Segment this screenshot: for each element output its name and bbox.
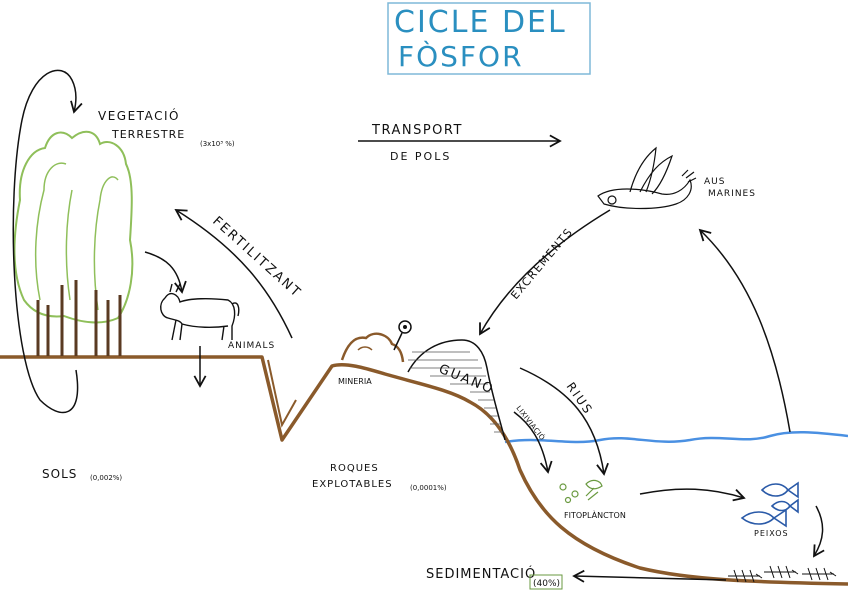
label-terrestre: TERRESTRE — [111, 128, 185, 141]
arrow-excrements — [479, 209, 611, 336]
seabird-icon — [597, 146, 697, 210]
label-fertilitzant: FERTILITZANT — [209, 214, 304, 301]
label-vegetacio-percent: (3x10³ %) — [200, 140, 235, 148]
label-vegetacio: VEGETACIÓ — [98, 108, 180, 123]
arrow-lixiviation — [513, 411, 553, 474]
label-sols-percent: (0,002%) — [90, 474, 122, 482]
label-transport: TRANSPORT — [371, 123, 463, 138]
title-box: CICLE DEL FÒSFOR — [387, 2, 591, 75]
label-roques-percent: (0,0001%) — [410, 484, 447, 492]
sedimentacio-percent-box — [529, 574, 563, 590]
label-sols: SOLS — [42, 467, 77, 481]
arrow-rivers — [519, 367, 609, 476]
guano-mound — [407, 339, 506, 441]
sediment-skeletons — [728, 565, 837, 583]
label-de-pols: DE POLS — [390, 150, 451, 163]
label-sedimentacio: SEDIMENTACIÓ — [426, 566, 536, 582]
fish-icon — [740, 481, 799, 528]
arrow-tree-to-animal — [144, 251, 187, 294]
ground-profile — [0, 355, 848, 586]
label-excrements: EXCREMENTS — [508, 225, 575, 302]
arrow-fish-to-birds — [698, 228, 791, 433]
label-fitoplancton: FITOPLÀNCTON — [564, 509, 626, 520]
animal-icon — [160, 283, 240, 341]
label-roques: ROQUES — [330, 463, 379, 474]
title-line-2: FÒSFOR — [398, 39, 524, 73]
arrow-fish-to-sediment — [813, 505, 825, 558]
shovel-icon — [393, 320, 412, 351]
label-aus: AUS — [704, 177, 725, 187]
label-lixiviacio: LIXIVIACIÓ — [514, 404, 547, 442]
arrow-vegetation-cycle — [12, 69, 83, 414]
mining-pile — [340, 332, 405, 363]
tree-trunks — [36, 280, 122, 356]
label-peixos: PEIXOS — [754, 529, 789, 538]
arrow-fertilizer — [174, 209, 293, 339]
sea-surface-line — [504, 430, 848, 444]
tree-foliage — [13, 130, 134, 324]
label-mineria: MINERIA — [338, 377, 372, 386]
trench-inner-line — [267, 359, 297, 428]
label-explotables: EXPLOTABLES — [312, 479, 393, 490]
arrow-plankton-to-fish — [639, 488, 746, 502]
phytoplankton-icon — [559, 479, 603, 504]
arrow-sedimentation — [572, 569, 727, 583]
label-animals: ANIMALS — [228, 341, 275, 351]
label-marines: MARINES — [708, 189, 756, 199]
title-line-1: CICLE DEL — [394, 5, 567, 40]
label-sedimentacio-percent: (40%) — [533, 579, 560, 589]
